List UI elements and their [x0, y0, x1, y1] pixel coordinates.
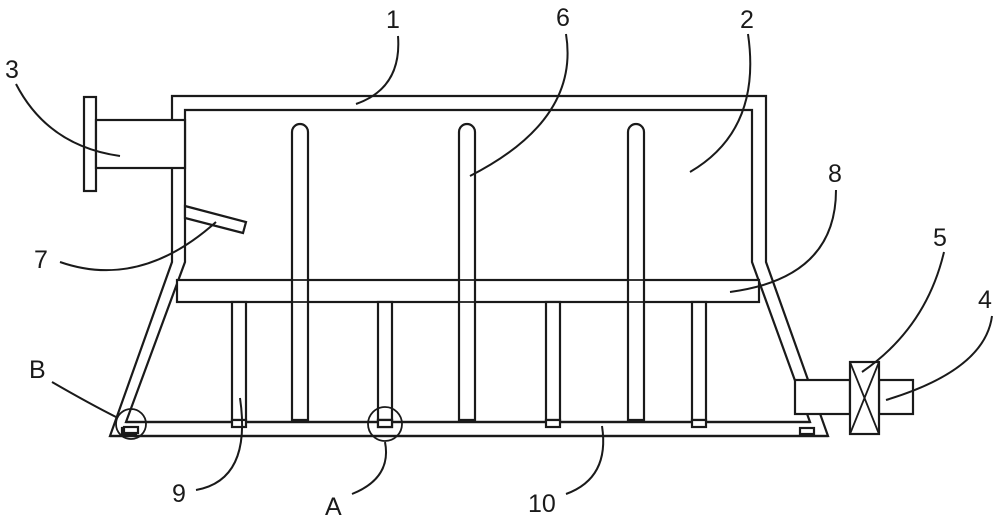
- outlet-pipe: [793, 378, 915, 416]
- vertical-tube: [626, 122, 646, 422]
- reference-labels: 1 6 2 3 8 5 4 7 B 9 A 10: [5, 4, 992, 521]
- support-pipe: [544, 300, 562, 422]
- vertical-tube: [290, 122, 310, 422]
- detail-circles: [115, 406, 403, 442]
- support-pipe: [376, 300, 394, 422]
- label-A: A: [325, 493, 342, 521]
- detail-circle-b: [115, 408, 147, 440]
- label-3: 3: [5, 56, 19, 84]
- label-9: 9: [172, 480, 186, 508]
- label-B: B: [29, 356, 46, 384]
- inlet-flange: [82, 95, 187, 193]
- label-8: 8: [828, 160, 842, 188]
- leader-lines: [15, 33, 993, 495]
- label-5: 5: [933, 224, 947, 252]
- detail-circle-a: [367, 406, 403, 442]
- inclined-nozzle: [183, 204, 248, 235]
- vertical-tubes: [177, 122, 759, 422]
- vertical-tube: [457, 122, 477, 422]
- label-7: 7: [34, 246, 48, 274]
- label-1: 1: [386, 6, 400, 34]
- support-pipe: [230, 300, 248, 422]
- label-10: 10: [528, 490, 556, 518]
- support-pipe: [690, 300, 708, 422]
- label-6: 6: [556, 4, 570, 32]
- valve: [848, 360, 881, 436]
- label-4: 4: [978, 286, 992, 314]
- label-2: 2: [740, 6, 754, 34]
